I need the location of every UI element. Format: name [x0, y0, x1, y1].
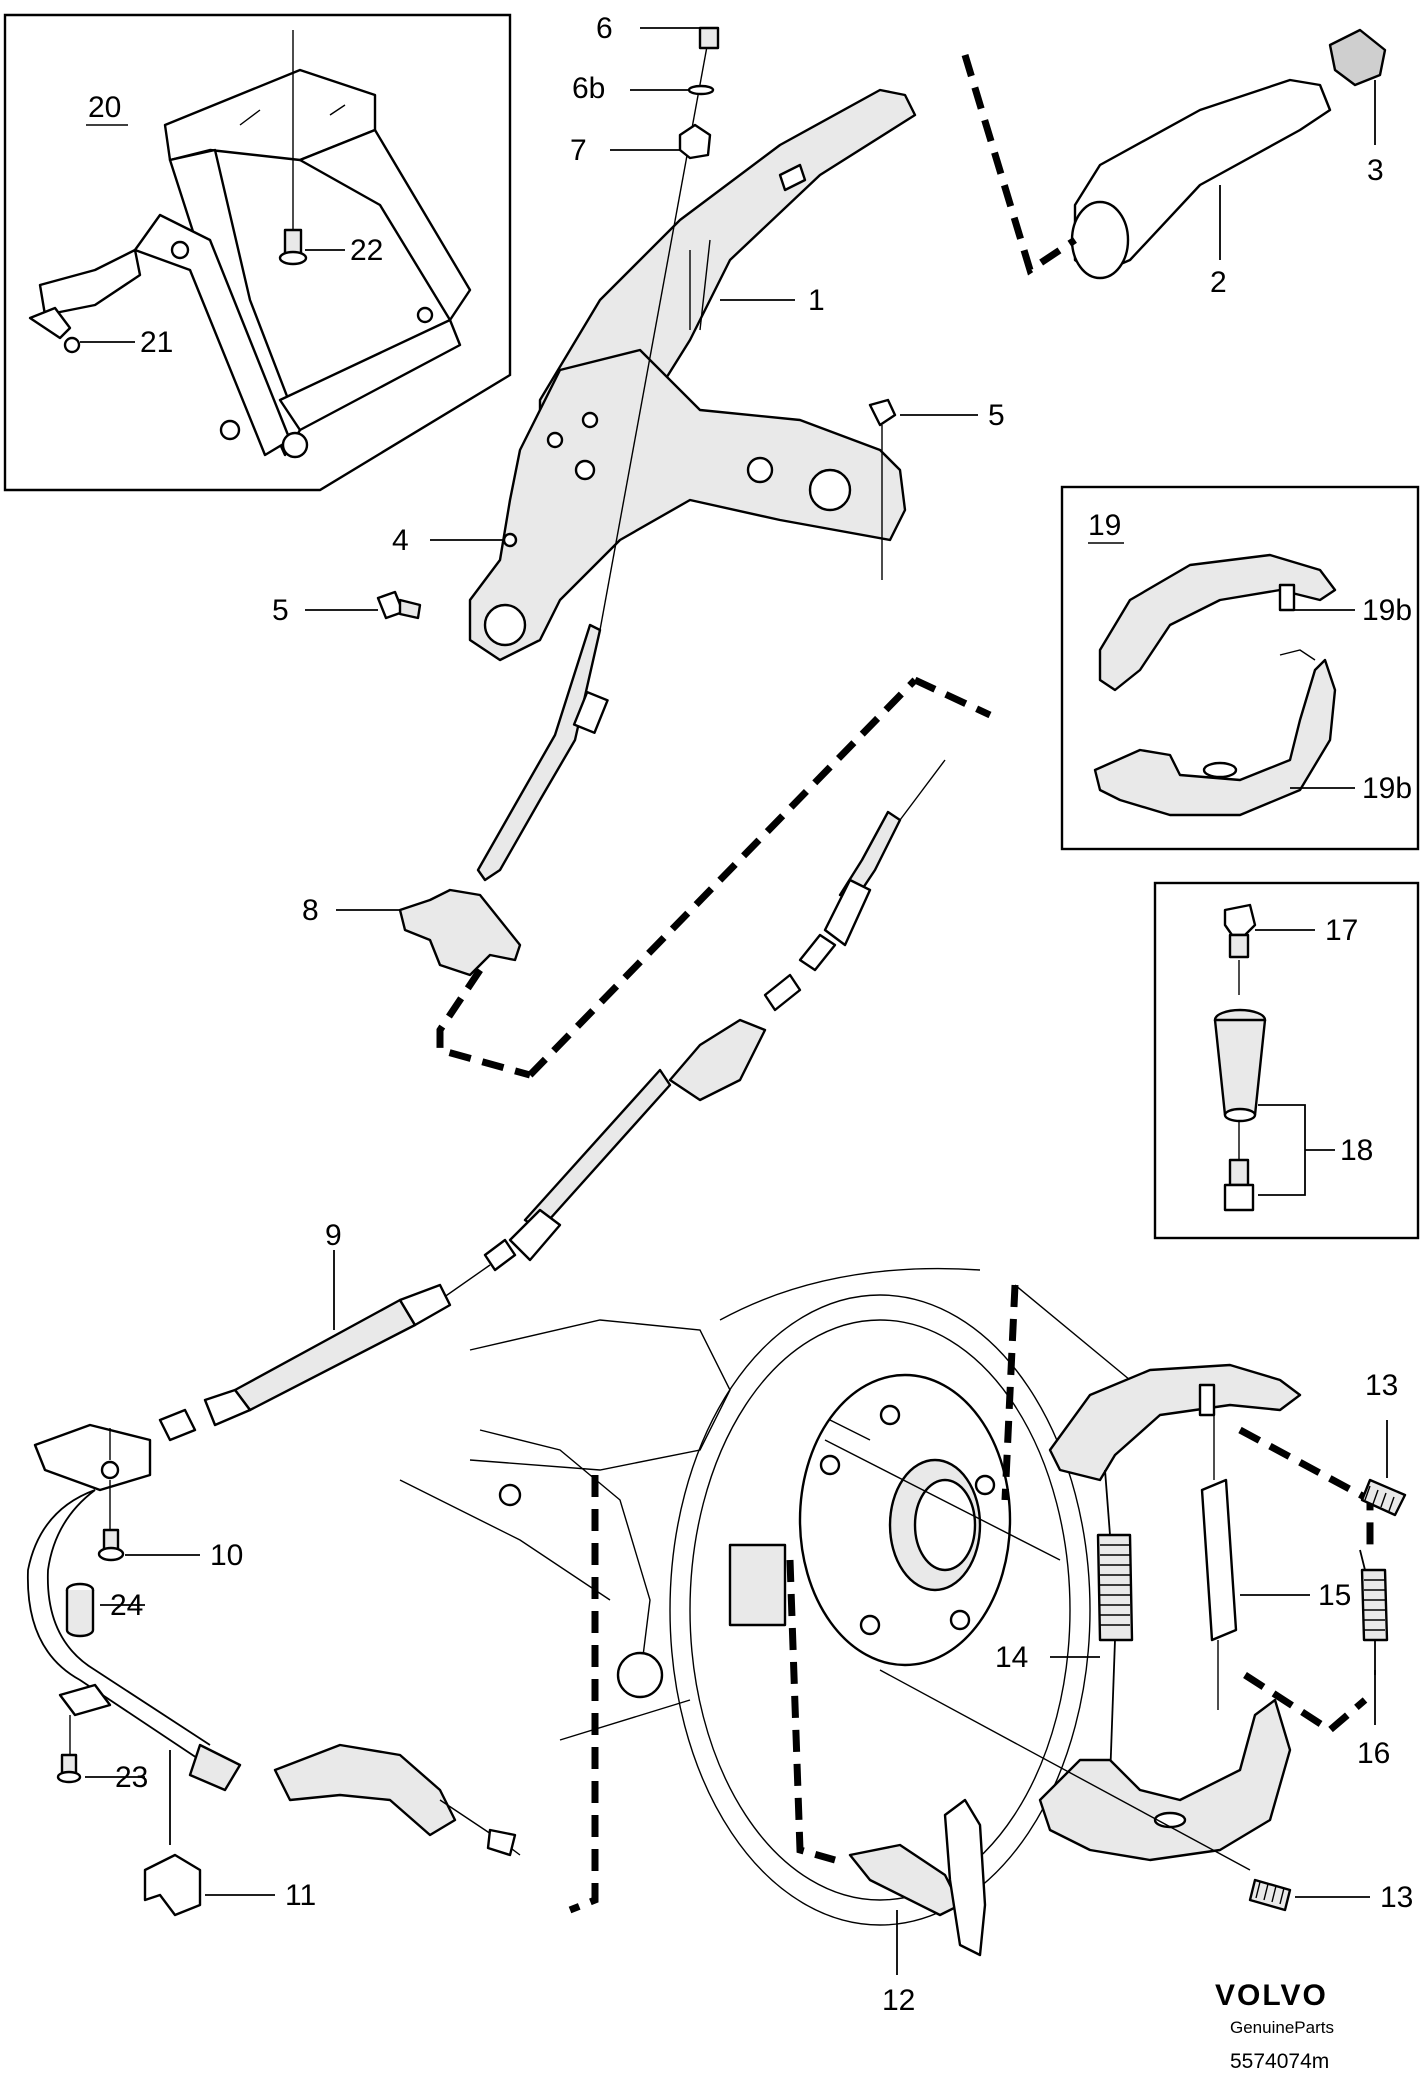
label-22: 22 — [350, 234, 383, 267]
cable-rear-part — [188, 1743, 242, 1792]
bracket-part — [38, 68, 472, 459]
equalizer-8-part — [398, 888, 522, 977]
label-19b-upper: 19b — [1362, 594, 1412, 627]
adjuster-12-part — [848, 1798, 987, 1957]
cap-3-part — [1328, 28, 1387, 87]
label-19: 19 — [1088, 509, 1121, 542]
nut-6-part — [698, 26, 720, 50]
label-1: 1 — [808, 284, 825, 317]
label-24: 24 — [110, 1589, 143, 1622]
label-7: 7 — [570, 134, 587, 167]
adjuster-17-part — [1223, 903, 1257, 959]
inset-box-20: 20 22 21 — [3, 13, 512, 492]
brand-name: VOLVO — [1215, 1979, 1328, 2012]
label-15: 15 — [1318, 1579, 1351, 1612]
brand-subtitle: GenuineParts — [1230, 2018, 1334, 2037]
brake-shoe-upper-part — [1048, 1363, 1302, 1482]
inset-box-17-18: 17 18 — [1153, 881, 1420, 1240]
hub-knuckle-part — [399, 1319, 731, 1741]
hand-brake-lever-assembly — [376, 26, 1387, 662]
label-16: 16 — [1357, 1737, 1390, 1770]
spring-13-upper-part — [1360, 1478, 1407, 1517]
label-11: 11 — [285, 1879, 316, 1912]
backing-plate-part — [669, 1267, 1091, 1926]
label-13-upper: 13 — [1365, 1369, 1398, 1402]
label-9: 9 — [325, 1219, 342, 1252]
clip-7-part — [678, 123, 712, 160]
label-19b-lower: 19b — [1362, 772, 1412, 805]
inset-box-19: 19 19b 19b — [1060, 485, 1420, 851]
label-2: 2 — [1210, 266, 1227, 299]
spring-14-part — [1096, 1469, 1134, 1781]
label-3: 3 — [1367, 154, 1384, 187]
stud-4-part — [502, 532, 518, 548]
hub-flange-part — [728, 1373, 1012, 1667]
adjuster-18-part — [1213, 960, 1267, 1212]
washer-6b-part — [687, 84, 715, 96]
cable-8-part — [398, 623, 609, 977]
bolt-22-part — [278, 30, 308, 266]
diagram-part-number: 5574074m — [1230, 2050, 1329, 2073]
label-8: 8 — [302, 894, 319, 927]
label-23: 23 — [115, 1761, 148, 1794]
label-12: 12 — [882, 1984, 915, 2017]
cable-9-part — [233, 1298, 417, 1412]
label-21: 21 — [140, 326, 173, 359]
brake-shoe-19b-upper-part — [1098, 553, 1337, 692]
label-13-lower: 13 — [1380, 1881, 1413, 1914]
clip-21-part — [28, 306, 81, 354]
label-4: 4 — [392, 524, 409, 557]
clip-23-part — [56, 1683, 112, 1784]
label-5-left: 5 — [272, 594, 289, 627]
bolt-10-part — [97, 1480, 125, 1562]
label-17: 17 — [1325, 914, 1358, 947]
label-10: 10 — [210, 1539, 243, 1572]
cable-bracket-10-part — [33, 1423, 152, 1492]
lever-15-part — [1200, 1410, 1238, 1710]
cable-main-part — [158, 759, 946, 1442]
lever-base-plate-part — [468, 348, 907, 662]
brake-shoe-19b-lower-part — [1093, 649, 1337, 817]
spacer-24-part — [65, 1582, 95, 1638]
spring-16-part — [1359, 1549, 1389, 1675]
spring-13-lower-part — [1248, 1878, 1292, 1912]
label-6: 6 — [596, 12, 613, 45]
clip-11-part — [143, 1853, 202, 1917]
label-18: 18 — [1340, 1134, 1373, 1167]
label-6b: 6b — [572, 72, 605, 105]
bolt-5-left-part — [376, 590, 422, 620]
brake-shoe-lower-part — [1038, 1698, 1292, 1862]
label-14: 14 — [995, 1641, 1028, 1674]
cable-boot-part — [668, 1018, 767, 1102]
label-20: 20 — [88, 91, 121, 124]
volvo-logo: VOLVO GenuineParts — [1215, 1979, 1334, 2037]
bolt-5-upper-part — [868, 398, 897, 540]
label-5-upper: 5 — [988, 399, 1005, 432]
